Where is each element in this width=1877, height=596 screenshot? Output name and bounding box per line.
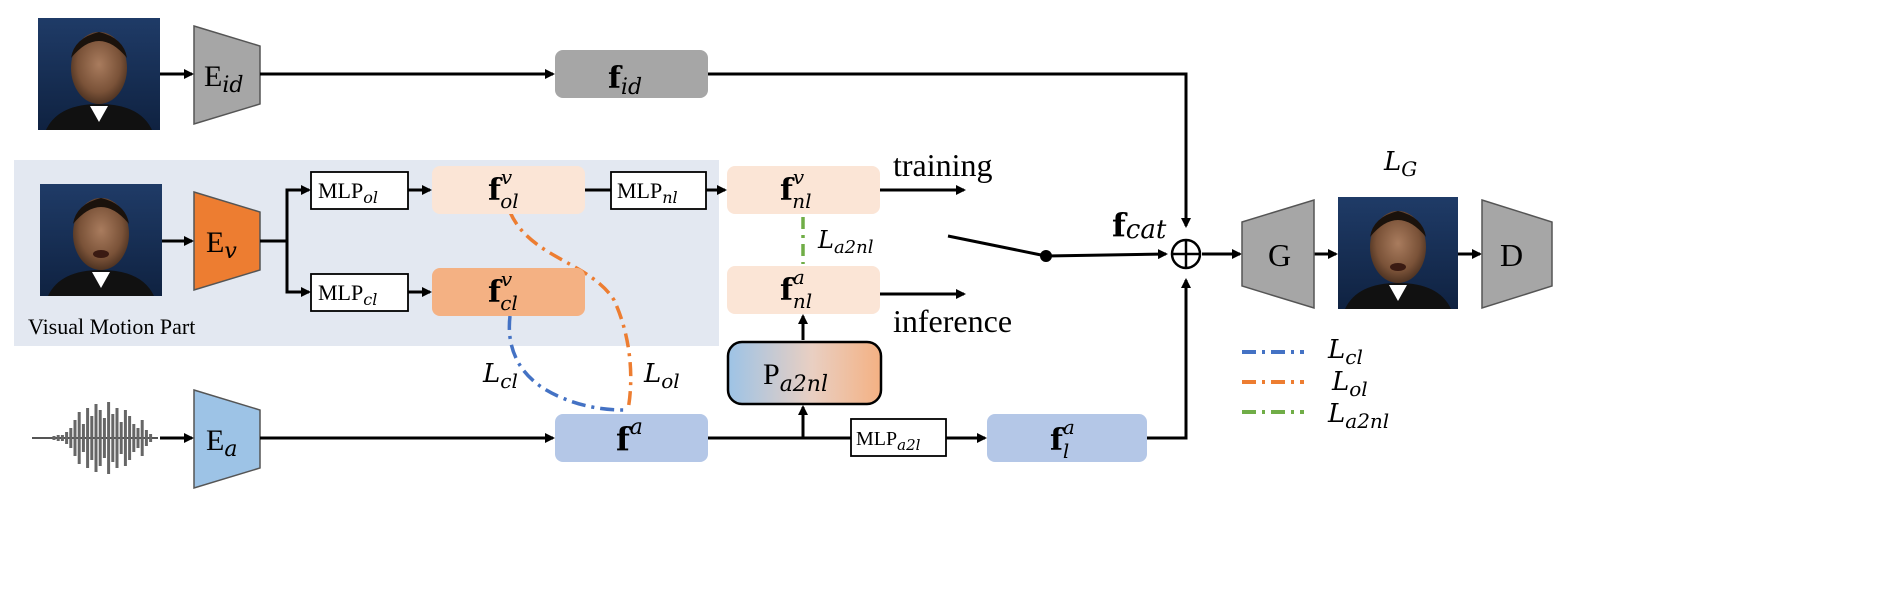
identity-face-image: [38, 18, 160, 130]
legend-a2nl-label: La2nl: [1327, 399, 1389, 433]
inference-label: inference: [893, 303, 1012, 339]
legend: Lcl Lol La2nl: [1242, 335, 1389, 433]
discriminator-label: D: [1500, 237, 1523, 273]
audio-waveform-icon: [32, 402, 158, 474]
feature-f-nl-a-box: [727, 266, 880, 314]
feature-f-nl-v-box: [727, 166, 880, 214]
connection-lines: [160, 69, 1482, 443]
generated-face-image: [1338, 197, 1458, 309]
loss-g-label: LG: [1383, 147, 1417, 181]
loss-cl-curve: [507, 315, 629, 412]
feature-f-cat-label: fcat: [1112, 206, 1167, 245]
training-label: training: [893, 147, 993, 183]
mlp-a2l-label: MLPa2l: [856, 428, 921, 454]
discriminator-block: [1481, 198, 1553, 310]
mlp-cl-box: [310, 273, 409, 312]
feature-f-l-a-box: [987, 414, 1147, 462]
identity-encoder-label: Eid: [204, 60, 243, 98]
legend-cl-label: Lcl: [1327, 335, 1363, 369]
mlp-a2l-box: [850, 418, 947, 457]
audio-encoder-label: Ea: [206, 424, 237, 462]
visual-encoder: [193, 190, 261, 292]
visual-encoder-label: Ev: [206, 226, 237, 264]
mlp-ol-box: [310, 171, 409, 210]
feature-f-a-label: fa: [616, 415, 643, 458]
generator-label: G: [1268, 237, 1291, 273]
loss-a2nl-label: La2nl: [817, 226, 874, 258]
feature-f-id-label: fid: [608, 61, 642, 100]
loss-cl-label: Lcl: [482, 359, 518, 393]
visual-motion-label: Visual Motion Part: [28, 314, 195, 339]
mlp-nl-label: MLPnl: [617, 178, 678, 207]
mlp-ol-label: MLPol: [318, 178, 378, 207]
feature-f-id-box: [555, 50, 708, 98]
loss-ol-curve: [508, 211, 633, 411]
switch-pivot-dot: [1040, 250, 1052, 262]
identity-encoder: [193, 24, 261, 126]
legend-ol-label: Lol: [1331, 367, 1368, 401]
feature-f-a-box: [555, 414, 708, 462]
feature-f-cl-v-box: [432, 268, 585, 316]
feature-f-ol-v-box: [432, 166, 585, 214]
mlp-nl-box: [610, 171, 707, 210]
generator-block: [1241, 198, 1315, 310]
mlp-cl-label: MLPcl: [318, 280, 377, 309]
loss-ol-label: Lol: [643, 359, 680, 393]
audio-encoder: [193, 388, 261, 490]
predictor-label: Pa2nl: [763, 358, 828, 397]
predictor-box: [726, 340, 883, 406]
visual-face-image: [40, 184, 162, 296]
